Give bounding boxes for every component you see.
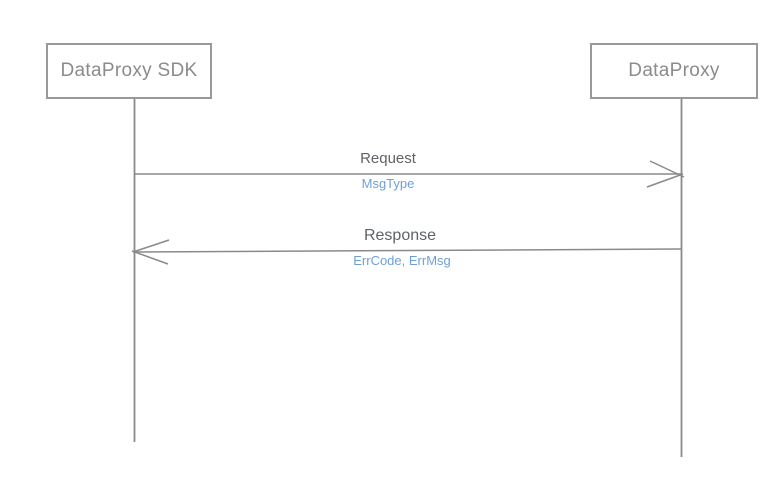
actor-box-dataproxy-sdk: DataProxy SDK [46,43,212,99]
request-arrowhead-lower [646,173,684,188]
response-arrow [131,239,682,265]
response-message-label: Response [363,227,437,244]
request-arrow [135,160,685,188]
response-params-label: ErrCode, ErrMsg [353,253,451,268]
request-params-label: MsgType [361,176,415,191]
response-arrowhead-lower [131,250,169,265]
request-message-label: Request [360,150,416,167]
response-arrowhead-upper [132,239,170,253]
actor-label-dataproxy: DataProxy [628,60,720,81]
response-arrow-line [135,248,682,253]
request-arrowhead-upper [649,160,685,178]
actor-box-dataproxy: DataProxy [590,43,758,99]
actor-label-dataproxy-sdk: DataProxy SDK [60,60,198,81]
